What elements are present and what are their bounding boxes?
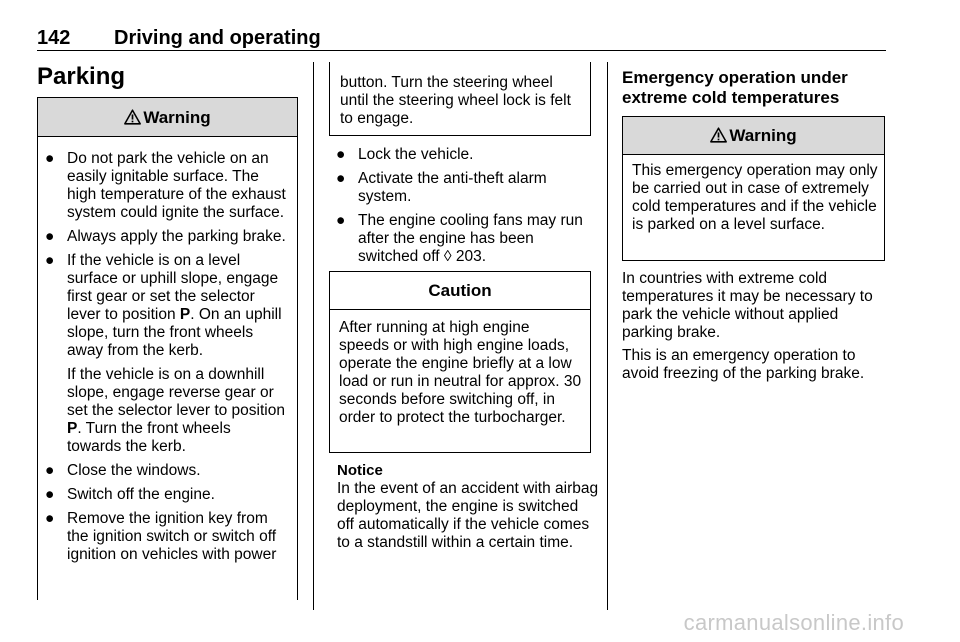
page-reference-icon: ◊ (443, 248, 452, 265)
bullet: ● (336, 146, 346, 163)
list-item-sub: If the vehicle is on a downhill slope, e… (38, 366, 289, 456)
list-item: ● Always apply the parking brake. (38, 228, 289, 246)
emergency-warning-box: Warning This emergency operation may onl… (622, 116, 885, 261)
list-item: ● Lock the vehicle. (329, 146, 594, 164)
position-p: P (67, 420, 78, 437)
bullet: ● (45, 486, 55, 503)
chapter-title: Driving and operating (114, 27, 321, 49)
page-reference[interactable]: 203. (451, 248, 487, 265)
emergency-paragraph-2: This is an emergency operation to avoid … (622, 347, 865, 382)
bullet: ● (45, 150, 55, 167)
list-item: ● Remove the ignition key from the igniti… (38, 510, 289, 564)
warning-label: Warning (143, 108, 211, 127)
caution-box: Caution After running at high engine spe… (329, 271, 591, 453)
column-divider-1 (313, 62, 314, 610)
caution-header: Caution (330, 272, 590, 310)
caution-text: After running at high engine speeds or w… (339, 319, 582, 426)
bullet: ● (45, 462, 55, 479)
section-title: Parking (37, 63, 126, 90)
parking-steps-list: ● Lock the vehicle. ● Activate the anti-th… (329, 146, 594, 272)
warning-triangle-icon (710, 127, 728, 143)
list-item-text: . On an uphill slope, turn the front whe… (67, 306, 282, 359)
list-item-text: Do not park the vehicle on an easily ign… (67, 150, 286, 221)
notice-block: Notice In the event of an accident with … (337, 462, 599, 552)
warning-list: ● Do not park the vehicle on an easily ig… (38, 137, 297, 564)
position-p: P (179, 306, 191, 323)
bullet: ● (45, 510, 55, 527)
sub-text: . Turn the front wheels towards the kerb… (67, 420, 231, 455)
emergency-paragraph-1: In countries with extreme cold temperatu… (622, 270, 873, 341)
list-item-text: Lock the vehicle. (358, 146, 474, 163)
list-item: ● The engine cooling fans may run after t… (329, 212, 594, 266)
warning-header: Warning (38, 98, 297, 137)
list-item: ● Do not park the vehicle on an easily ig… (38, 150, 289, 222)
list-item-text: Remove the ignition key from the ignitio… (67, 510, 277, 563)
header-rule (37, 50, 886, 51)
list-item-text: Switch off the engine. (67, 486, 215, 503)
bullet: ● (336, 212, 346, 229)
emergency-warning-header: Warning (623, 117, 884, 155)
list-item: ● Switch off the engine. (38, 486, 289, 504)
notice-text: In the event of an accident with airbag … (337, 480, 599, 551)
bullet: ● (45, 228, 55, 245)
list-item-text: The engine cooling fans may run after th… (358, 212, 583, 265)
watermark: carmanualsonline.info (683, 610, 904, 635)
list-item: ● Activate the anti-theft alarm system. (329, 170, 594, 206)
warning-continuation-box: button. Turn the steering wheel until th… (329, 62, 591, 136)
bullet: ● (45, 252, 55, 269)
list-item: ● Close the windows. (38, 462, 289, 480)
list-item: ● If the vehicle is on a level surface or… (38, 252, 289, 360)
notice-label: Notice (337, 462, 383, 479)
list-item-text: Close the windows. (67, 462, 201, 479)
list-item-text: Always apply the parking brake. (67, 228, 286, 245)
emergency-heading: Emergency operation under extreme cold t… (622, 68, 848, 107)
warning-box: Warning ● Do not park the vehicle on an e… (37, 97, 298, 600)
list-item-text: If the vehicle is on a level surface or … (67, 252, 279, 323)
bullet: ● (336, 170, 346, 187)
list-item-text: Activate the anti-theft alarm system. (358, 170, 547, 205)
sub-text: If the vehicle is on a downhill slope, e… (67, 366, 285, 419)
page-number: 142 (37, 27, 71, 49)
emergency-warning-text: This emergency operation may only be car… (632, 162, 878, 233)
warning-label: Warning (729, 126, 797, 145)
column-divider-2 (607, 62, 608, 610)
warning-continuation-text: button. Turn the steering wheel until th… (340, 74, 571, 127)
warning-triangle-icon (124, 109, 142, 125)
